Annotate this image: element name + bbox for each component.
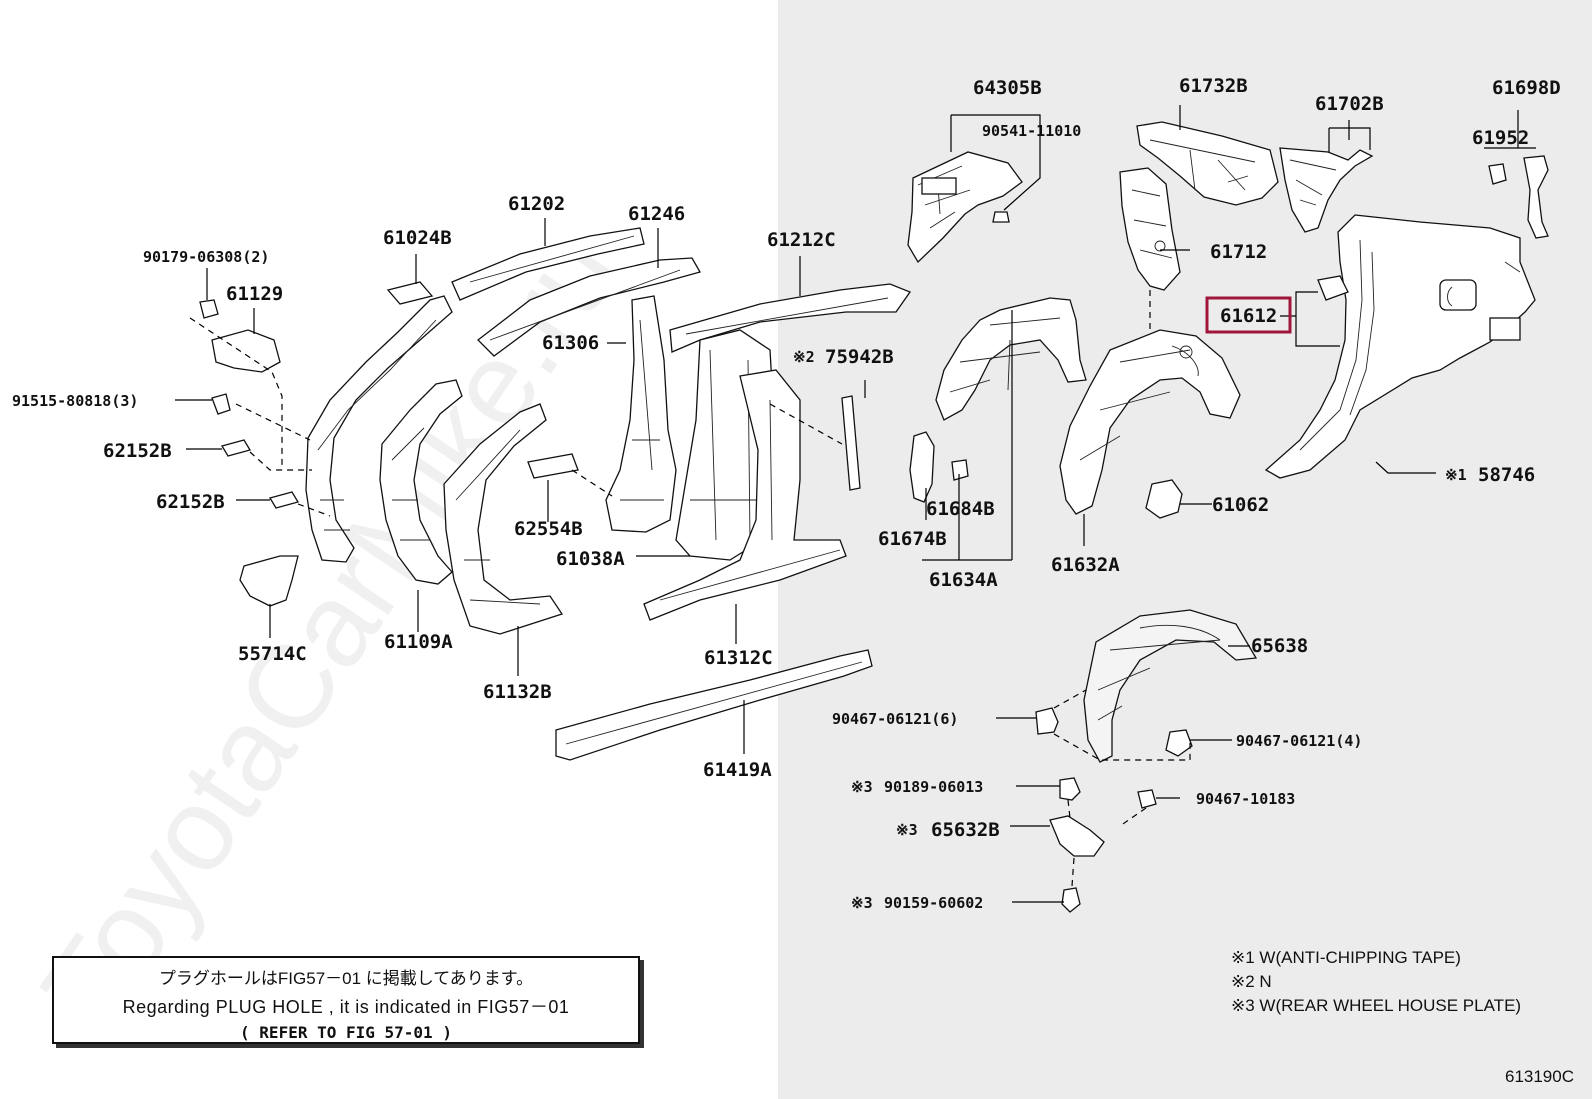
part-90467-06121-4-drawing[interactable] — [1165, 729, 1193, 757]
label-61038A[interactable]: 61038A — [556, 548, 625, 570]
label-61952[interactable]: 61952 — [1472, 127, 1529, 149]
part-61612-clip-drawing[interactable] — [1317, 275, 1349, 301]
part-90467-06121-6-drawing[interactable] — [1035, 707, 1059, 735]
label-91515-80818[interactable]: 91515-80818(3) — [12, 392, 138, 410]
part-55714C-drawing[interactable] — [239, 555, 299, 607]
part-65632B-drawing[interactable] — [1049, 815, 1105, 857]
label-65632B[interactable]: 65632B — [931, 819, 1000, 841]
label-61306[interactable]: 61306 — [542, 332, 599, 354]
part-61632A-drawing[interactable] — [1059, 329, 1241, 515]
footnote-2: ※2 N — [1231, 972, 1272, 991]
part-61674B-drawing[interactable] — [909, 431, 935, 503]
label-90159-60602[interactable]: 90159-60602 — [884, 894, 983, 912]
part-61698D-drawing[interactable] — [1523, 155, 1549, 239]
part-61952-drawing[interactable] — [1488, 163, 1507, 185]
part-91515-80818-drawing[interactable] — [211, 393, 231, 415]
part-61129-drawing[interactable] — [211, 329, 281, 373]
part-62152B-2-drawing[interactable] — [269, 491, 299, 509]
part-90467-10183-drawing[interactable] — [1137, 789, 1157, 809]
note-japanese-line: プラグホールはFIG57－01 に掲載してあります。 — [158, 969, 534, 988]
part-61212C-drawing[interactable] — [669, 283, 912, 353]
label-62152B-1[interactable]: 62152B — [103, 440, 172, 462]
label-90467-06121-4[interactable]: 90467-06121(4) — [1236, 732, 1362, 750]
label-62554B[interactable]: 62554B — [514, 518, 583, 540]
label-90541-11010[interactable]: 90541-11010 — [982, 122, 1081, 140]
label-61212C[interactable]: 61212C — [767, 229, 836, 251]
label-61698D[interactable]: 61698D — [1492, 77, 1561, 99]
highlight-box-61612 — [1205, 296, 1292, 334]
label-61109A[interactable]: 61109A — [384, 631, 453, 653]
dashed-guide-lines — [189, 290, 1191, 887]
label-58746[interactable]: 58746 — [1478, 464, 1535, 486]
part-90179-06308-drawing[interactable] — [199, 299, 219, 319]
leader-lines — [175, 105, 1536, 903]
part-61246-drawing[interactable] — [477, 257, 701, 357]
part-75942B-drawing[interactable] — [841, 395, 861, 491]
footnotes: ※1 W(ANTI-CHIPPING TAPE) ※2 N ※3 W(REAR … — [1231, 946, 1521, 1018]
label-61634A[interactable]: 61634A — [929, 569, 998, 591]
footnote-1: ※1 W(ANTI-CHIPPING TAPE) — [1231, 948, 1461, 967]
part-61712-drawing[interactable] — [1119, 167, 1181, 291]
part-61024B-drawing[interactable] — [305, 281, 453, 563]
part-90541-11010-drawing[interactable] — [992, 211, 1010, 223]
mark-90189: ※3 — [851, 778, 873, 796]
part-61702B-drawing[interactable] — [1279, 147, 1374, 233]
label-61632A[interactable]: 61632A — [1051, 554, 1120, 576]
label-75942B[interactable]: 75942B — [825, 346, 894, 368]
figure-code: 613190C — [1504, 1067, 1574, 1086]
part-62152B-1-drawing[interactable] — [221, 439, 251, 457]
part-61109A-drawing[interactable] — [379, 379, 463, 585]
part-61684B-drawing[interactable] — [951, 459, 969, 481]
label-61312C[interactable]: 61312C — [704, 647, 773, 669]
label-61024B[interactable]: 61024B — [383, 227, 452, 249]
label-61129[interactable]: 61129 — [226, 283, 283, 305]
label-61712[interactable]: 61712 — [1210, 241, 1267, 263]
label-64305B[interactable]: 64305B — [973, 77, 1042, 99]
part-61312C-drawing[interactable] — [643, 369, 847, 621]
label-61132B[interactable]: 61132B — [483, 681, 552, 703]
mark-58746: ※1 — [1445, 466, 1467, 484]
label-55714C[interactable]: 55714C — [238, 643, 307, 665]
mark-75942B: ※2 — [793, 348, 815, 366]
part-61419A-drawing[interactable] — [555, 649, 873, 761]
label-61684B[interactable]: 61684B — [926, 498, 995, 520]
part-61634A-drawing[interactable] — [935, 297, 1087, 421]
label-61612[interactable]: 61612 — [1220, 305, 1277, 327]
part-61732B-drawing[interactable] — [1136, 121, 1279, 206]
note-english-line: Regarding PLUG HOLE , it is indicated in… — [122, 997, 570, 1017]
label-65638[interactable]: 65638 — [1251, 635, 1308, 657]
part-61132B-drawing[interactable] — [443, 403, 564, 635]
label-90467-06121-6[interactable]: 90467-06121(6) — [832, 710, 958, 728]
label-90467-10183[interactable]: 90467-10183 — [1196, 790, 1295, 808]
plug-hole-note: プラグホールはFIG57－01 に掲載してあります。 Regarding PLU… — [52, 956, 640, 1044]
label-90189-06013[interactable]: 90189-06013 — [884, 778, 983, 796]
part-90189-06013-drawing[interactable] — [1059, 777, 1081, 801]
label-61062[interactable]: 61062 — [1212, 494, 1269, 516]
part-61612-quarter-panel-drawing[interactable] — [1264, 214, 1536, 479]
footnote-3: ※3 W(REAR WHEEL HOUSE PLATE) — [1231, 996, 1522, 1015]
label-90179-06308[interactable]: 90179-06308(2) — [143, 248, 269, 266]
part-62554B-drawing[interactable] — [527, 453, 579, 479]
part-61202-drawing[interactable] — [451, 227, 645, 301]
part-61306-drawing[interactable] — [605, 295, 677, 533]
mark-90159: ※3 — [851, 894, 873, 912]
label-61246[interactable]: 61246 — [628, 203, 685, 225]
label-61419A[interactable]: 61419A — [703, 759, 772, 781]
label-61702B[interactable]: 61702B — [1315, 93, 1384, 115]
note-refer-line[interactable]: ( REFER TO FIG 57-01 ) — [240, 1023, 452, 1042]
part-64305B-drawing[interactable] — [907, 151, 1023, 264]
label-61202[interactable]: 61202 — [508, 193, 565, 215]
label-61732B[interactable]: 61732B — [1179, 75, 1248, 97]
label-61674B[interactable]: 61674B — [878, 528, 947, 550]
part-61062-drawing[interactable] — [1145, 479, 1183, 519]
label-62152B-2[interactable]: 62152B — [156, 491, 225, 513]
mark-65632B: ※3 — [896, 821, 918, 839]
part-65638-drawing[interactable] — [1083, 609, 1258, 763]
